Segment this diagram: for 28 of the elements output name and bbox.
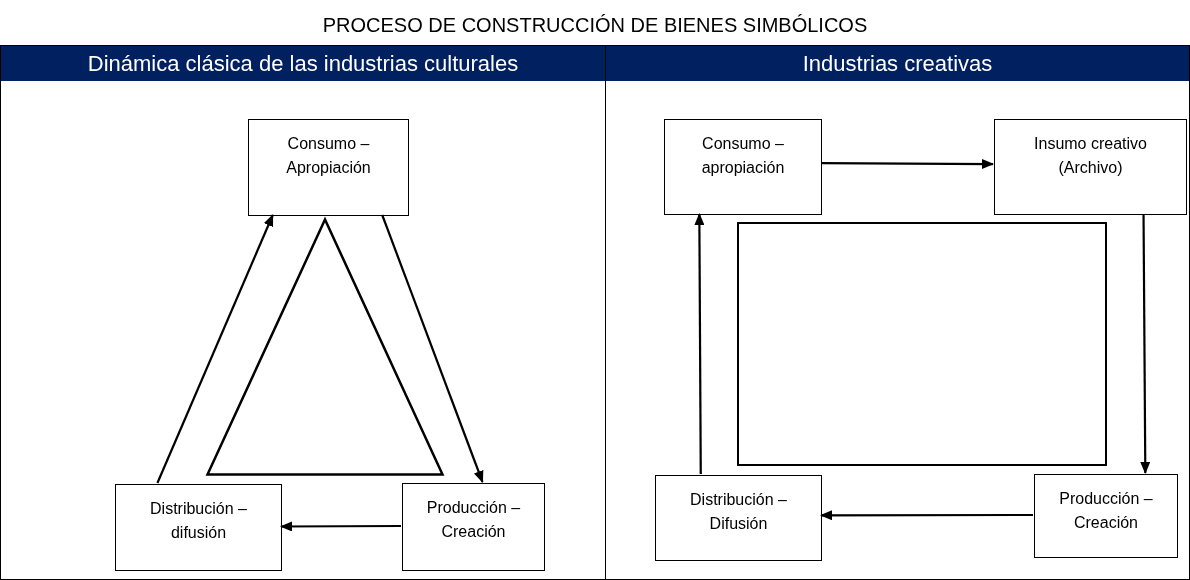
box-label: Distribución – difusión: [149, 499, 248, 543]
arrow: [820, 510, 1033, 521]
box-label: Distribución – Difusión: [689, 490, 788, 534]
process-box: [402, 483, 545, 571]
process-box: [994, 119, 1187, 215]
panel: [0, 45, 606, 580]
diagram-title: PROCESO DE CONSTRUCCIÓN DE BIENES SIMBÓLICOS: [321, 13, 869, 38]
box-label: Insumo creativo (Archivo): [1033, 134, 1148, 178]
arrow: [156, 214, 274, 484]
box-label: Consumo – apropiación: [700, 134, 786, 178]
arrow: [381, 214, 484, 483]
empty-rectangle: [737, 222, 1107, 466]
box-label: Producción – Creación: [1058, 489, 1154, 533]
box-label: Consumo – Apropiación: [285, 134, 372, 178]
process-box: [248, 119, 409, 216]
process-box: [664, 119, 822, 215]
panel: [605, 45, 1190, 580]
arrow: [821, 159, 994, 169]
process-box: [655, 475, 822, 561]
process-box: [115, 484, 282, 571]
panel-header: Industrias creativas: [606, 46, 1189, 81]
arrow: [1140, 214, 1151, 474]
process-box: [1034, 474, 1178, 558]
box-label: Producción – Creación: [425, 498, 522, 542]
triangle-shape: [206, 218, 444, 476]
panel-header: Dinámica clásica de las industrias culturales: [1, 46, 605, 81]
arrow: [694, 213, 705, 474]
arrow: [280, 521, 401, 532]
